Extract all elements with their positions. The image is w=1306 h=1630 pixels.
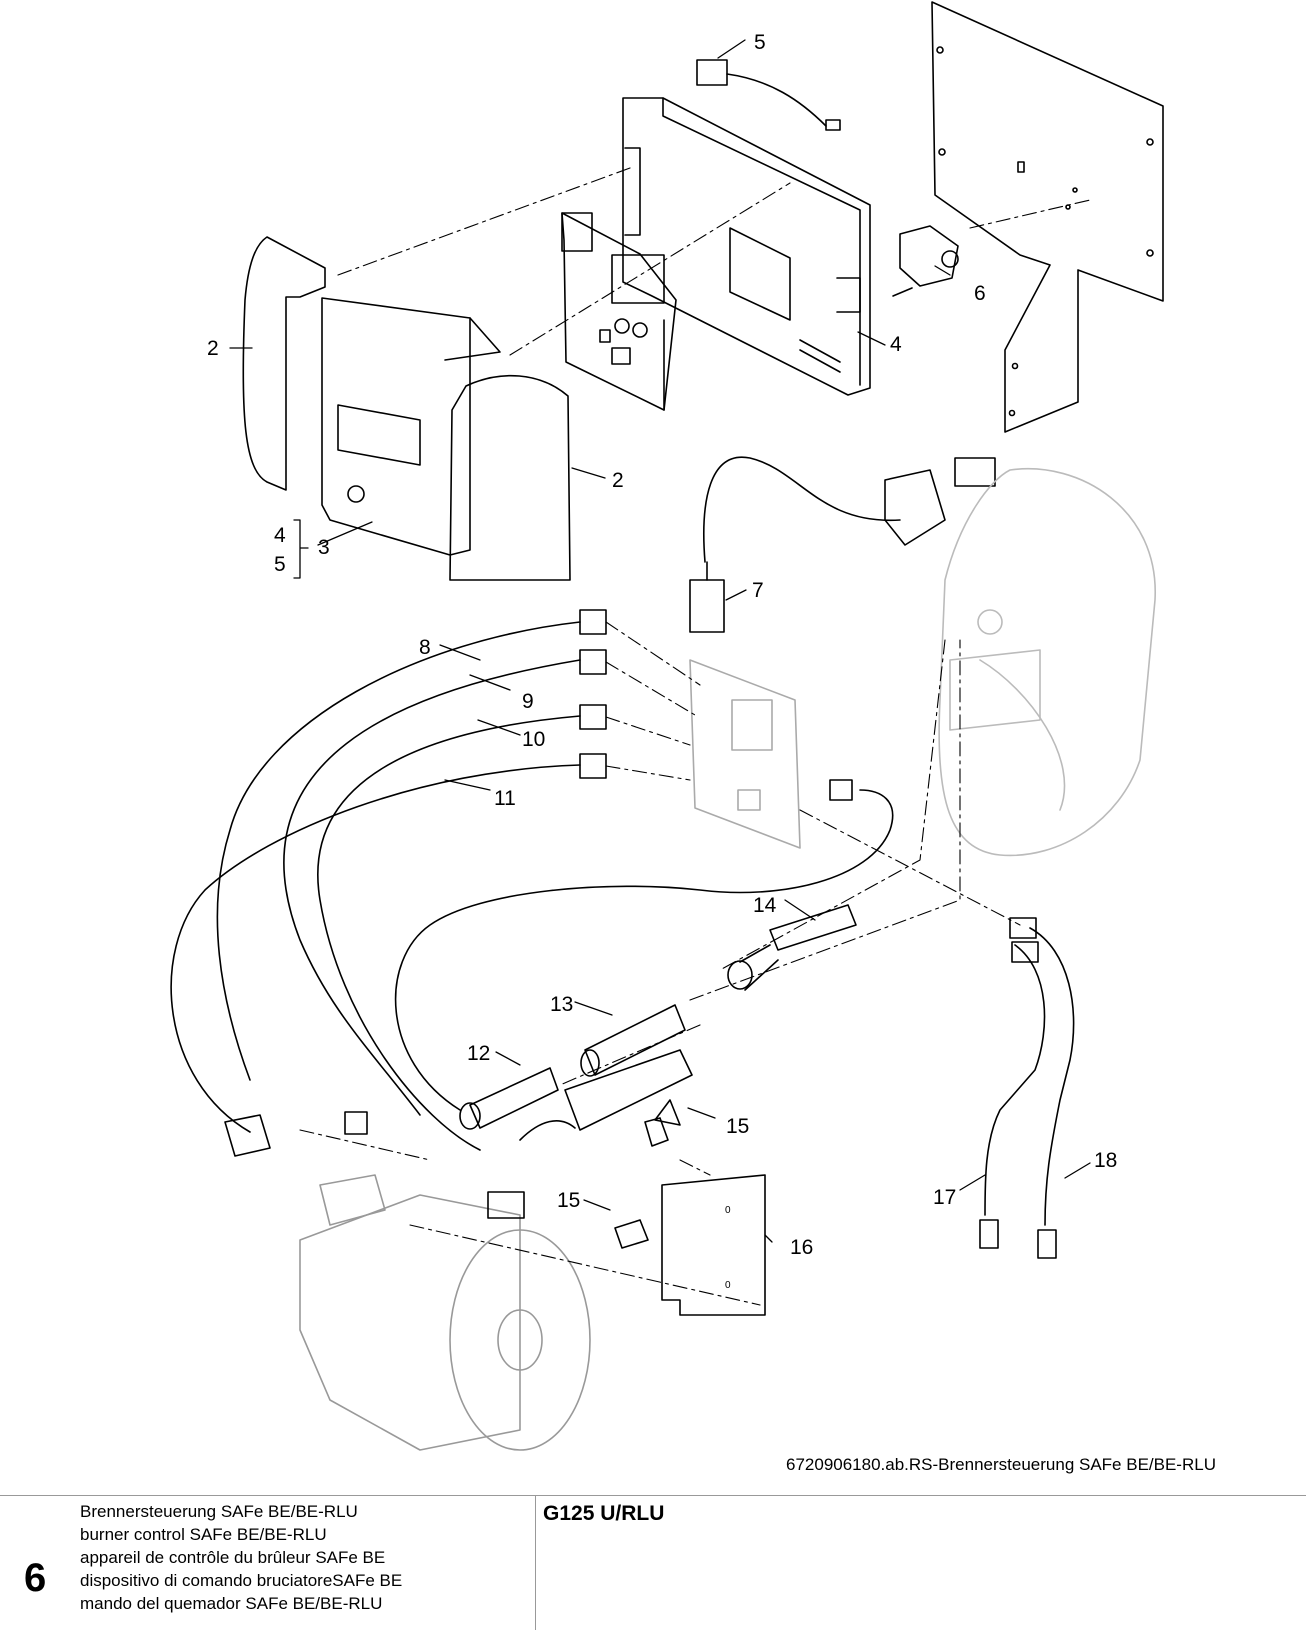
svg-text:0: 0 bbox=[725, 1280, 731, 1291]
control-board bbox=[689, 659, 801, 849]
tube-13 bbox=[580, 1004, 686, 1077]
sensor-cable-14 bbox=[394, 779, 894, 1111]
sensor-cable-7 bbox=[689, 456, 996, 633]
mounting-plate bbox=[931, 1, 1164, 433]
part-number-2: 2 bbox=[207, 337, 219, 360]
svg-text:0: 0 bbox=[725, 1205, 731, 1216]
cables-17-18 bbox=[979, 917, 1075, 1259]
part-number-2: 2 bbox=[612, 469, 624, 492]
parts-list-footer: 6 Brennersteuerung SAFe BE/BE-RLU burner… bbox=[0, 1495, 1306, 1630]
connector-15 bbox=[614, 1117, 669, 1249]
part-number-14: 14 bbox=[753, 894, 777, 917]
side-cap-left-2 bbox=[242, 236, 326, 491]
description-es: mando del quemador SAFe BE/BE-RLU bbox=[80, 1594, 383, 1613]
leader-lines bbox=[229, 39, 1091, 1243]
housing-3 bbox=[321, 297, 501, 556]
ignition-unit-16: 0 0 bbox=[661, 1174, 766, 1316]
model-name: G125 U/RLU bbox=[543, 1502, 665, 1525]
part-number-4: 4 bbox=[274, 524, 286, 547]
part-number-10: 10 bbox=[522, 728, 546, 751]
description-fr: appareil de contrôle du brûleur SAFe BE bbox=[80, 1548, 386, 1567]
connector-plug-5 bbox=[696, 59, 841, 131]
part-number-9: 9 bbox=[522, 690, 534, 713]
fan-housing bbox=[938, 468, 1156, 857]
motor bbox=[299, 1174, 591, 1451]
exploded-parts-diagram: 0 0 bbox=[170, 1, 1164, 1451]
part-number-15: 15 bbox=[726, 1115, 750, 1138]
assembly-guide-lines bbox=[299, 167, 1091, 1306]
description-it: dispositivo di comando bruciatoreSAFe BE bbox=[80, 1571, 403, 1590]
part-number-5: 5 bbox=[754, 31, 766, 54]
circuit-board bbox=[561, 212, 677, 411]
part-number-15: 15 bbox=[557, 1189, 581, 1212]
description-en: burner control SAFe BE/BE-RLU bbox=[80, 1525, 327, 1544]
part-number-7: 7 bbox=[752, 579, 764, 602]
part-description: Brennersteuerung SAFe BE/BE-RLU burner c… bbox=[80, 1500, 402, 1615]
part-number-18: 18 bbox=[1094, 1149, 1118, 1172]
drawing-reference-code: 6720906180.ab.RS-Brennersteuerung SAFe B… bbox=[786, 1455, 1216, 1474]
motor-plug-connector bbox=[224, 1111, 525, 1219]
part-number-3: 3 bbox=[318, 536, 330, 559]
pump-assembly bbox=[519, 1049, 693, 1141]
part-number-5: 5 bbox=[274, 553, 286, 576]
part-number-6: 6 bbox=[974, 282, 986, 305]
page-number: 6 bbox=[24, 1556, 47, 1600]
connector-6 bbox=[892, 225, 959, 297]
base-housing-4 bbox=[622, 97, 871, 396]
part-number-11: 11 bbox=[494, 787, 516, 810]
part-number-17: 17 bbox=[933, 1186, 957, 1209]
part-number-4: 4 bbox=[890, 333, 902, 356]
cable-harnesses bbox=[170, 609, 607, 1151]
flame-sensor-14 bbox=[727, 904, 857, 991]
footer-divider bbox=[535, 1496, 536, 1630]
part-number-13: 13 bbox=[550, 993, 574, 1016]
part-number-16: 16 bbox=[790, 1236, 814, 1259]
electrode-12 bbox=[459, 1067, 559, 1130]
part-number-8: 8 bbox=[419, 636, 431, 659]
side-cap-right-2 bbox=[449, 374, 571, 581]
description-de: Brennersteuerung SAFe BE/BE-RLU bbox=[80, 1502, 358, 1521]
part-number-12: 12 bbox=[467, 1042, 491, 1065]
